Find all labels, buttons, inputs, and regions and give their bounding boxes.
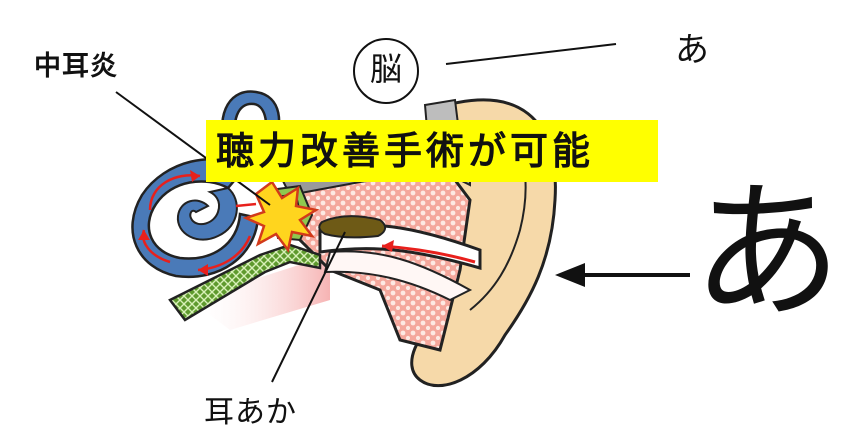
otitis-media-label: 中耳炎 [34, 51, 118, 82]
soft-tissue-shade [190, 255, 330, 330]
earwax-pointer-line [271, 231, 346, 383]
earwax-label: 耳あか [204, 395, 297, 430]
faint-sound-label: あ [675, 30, 709, 70]
loud-sound-label: あ [692, 166, 843, 340]
otitis-pointer-line [115, 91, 271, 206]
cochlea [131, 157, 260, 279]
brain-pointer-line [445, 43, 617, 65]
brain-label: 脳 [353, 38, 419, 104]
earwax-plug [318, 215, 386, 239]
eustachian-tube [168, 243, 322, 322]
surgery-banner: 聴力改善手術が可能 [206, 120, 658, 182]
